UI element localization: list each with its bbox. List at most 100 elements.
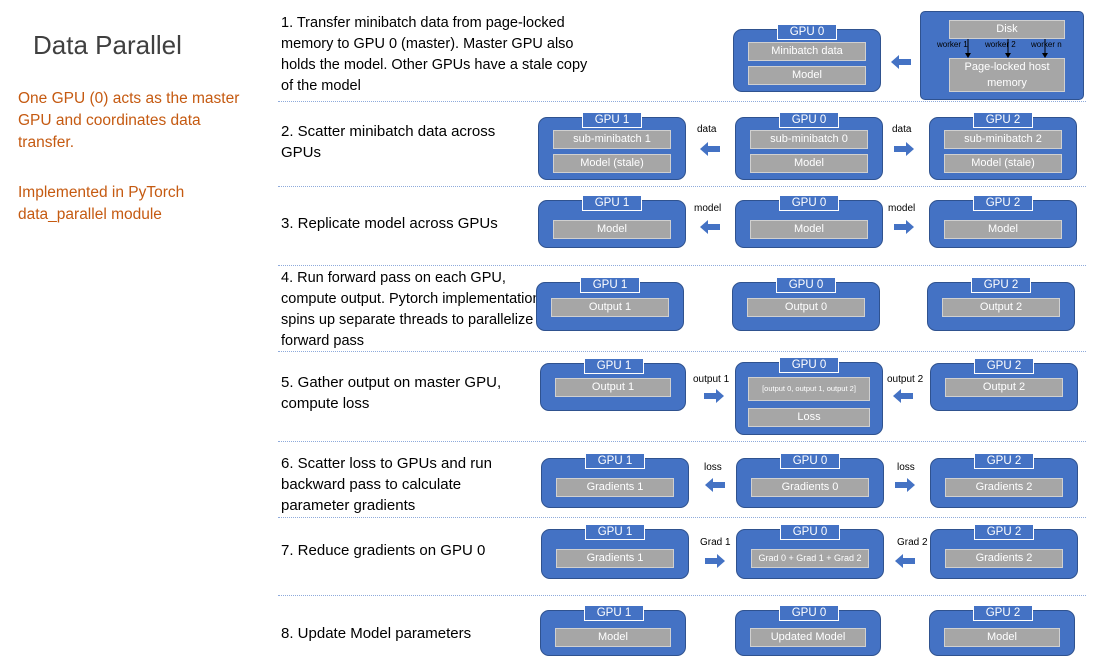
gpu2-label: GPU 2 [974, 358, 1034, 374]
model-cell: Model [553, 220, 671, 239]
minibatch-data-cell: Minibatch data [748, 42, 866, 61]
separator [278, 101, 1086, 102]
separator [278, 265, 1086, 266]
gpu1-label: GPU 1 [582, 195, 642, 211]
gpu2-label: GPU 2 [974, 453, 1034, 469]
arrow-right-icon [894, 142, 914, 156]
gpu1-label: GPU 1 [580, 277, 640, 293]
model-stale-cell: Model (stale) [553, 154, 671, 173]
grad-1-label: Grad 1 [700, 537, 731, 548]
output-2-cell: Output 2 [942, 298, 1060, 317]
gpu0-label: GPU 0 [780, 453, 840, 469]
gpu1-box: GPU 1 Gradients 1 [541, 453, 689, 508]
model-label: model [694, 203, 722, 214]
gpu1-label: GPU 1 [582, 112, 642, 128]
gpu2-box: GPU 2 Model [929, 605, 1075, 656]
separator [278, 595, 1086, 596]
model-cell: Model [555, 628, 671, 647]
loss-label: loss [897, 462, 915, 473]
gpu0-box: GPU 0 sub-minibatch 0 Model [735, 112, 883, 180]
output-2-label: output 2 [887, 374, 924, 385]
arrow-left-icon [705, 478, 725, 492]
host-memory-cell: Page-locked host memory [949, 58, 1065, 92]
gradients-0-cell: Gradients 0 [751, 478, 869, 497]
output-1-label: output 1 [693, 374, 730, 385]
gpu1-label: GPU 1 [585, 453, 645, 469]
separator [278, 186, 1086, 187]
gpu2-label: GPU 2 [973, 112, 1033, 128]
data-label: data [892, 124, 912, 135]
gpu0-label: GPU 0 [779, 112, 839, 128]
sub-minibatch-0-cell: sub-minibatch 0 [750, 130, 868, 149]
loss-label: loss [704, 462, 722, 473]
gpu0-box: GPU 0 Output 0 [732, 277, 880, 331]
output-1-cell: Output 1 [551, 298, 669, 317]
gpu1-box: GPU 1 Model [538, 195, 686, 248]
separator [278, 441, 1086, 442]
output-0-cell: Output 0 [747, 298, 865, 317]
worker-arrows-icon [965, 39, 1048, 58]
step-4-text: 4. Run forward pass on each GPU, compute… [281, 270, 541, 349]
page-title: Data Parallel [33, 30, 182, 60]
gpu0-label: GPU 0 [779, 195, 839, 211]
model-stale-cell: Model (stale) [944, 154, 1062, 173]
worker-n-label: worker n [1031, 40, 1062, 49]
gpu2-label: GPU 2 [974, 524, 1034, 540]
arrow-right-icon [894, 220, 914, 234]
step-5-text: 5. Gather output on master GPU, compute … [281, 374, 502, 412]
updated-model-cell: Updated Model [750, 628, 866, 647]
gpu0-label: GPU 0 [780, 524, 840, 540]
gradients-1-cell: Gradients 1 [556, 549, 674, 568]
gpu1-box: GPU 1 Model [540, 605, 686, 656]
arrow-left-icon [700, 142, 720, 156]
step-1-text: 1. Transfer minibatch data from page-loc… [281, 15, 588, 94]
gpu1-label: GPU 1 [584, 358, 644, 374]
gpu1-label: GPU 1 [584, 605, 644, 621]
separator [278, 517, 1086, 518]
gpu2-box: GPU 2 Gradients 2 [930, 524, 1078, 579]
step-6-text: 6. Scatter loss to GPUs and run backward… [281, 455, 492, 514]
gpu2-box: GPU 2 Model [929, 195, 1077, 248]
arrow-right-icon [895, 478, 915, 492]
gpu0-box: GPU 0 Model [735, 195, 883, 248]
gpu0-box: GPU 0 [output 0, output 1, output 2] Los… [735, 357, 883, 435]
gpu0-label: GPU 0 [779, 357, 839, 373]
gradients-2-cell: Gradients 2 [945, 478, 1063, 497]
arrow-left-icon [893, 389, 913, 403]
worker-2-label: worker 2 [985, 40, 1016, 49]
arrow-left-icon [895, 554, 915, 568]
data-label: data [697, 124, 717, 135]
arrow-left-icon [891, 55, 911, 69]
gpu1-label: GPU 1 [585, 524, 645, 540]
sub-minibatch-2-cell: sub-minibatch 2 [944, 130, 1062, 149]
gpu2-box: GPU 2 Output 2 [927, 277, 1075, 331]
gpu2-label: GPU 2 [973, 605, 1033, 621]
step-2-text: 2. Scatter minibatch data across GPUs [281, 123, 496, 161]
gpu2-box: GPU 2 Gradients 2 [930, 453, 1078, 508]
arrow-right-icon [704, 389, 724, 403]
gpu0-label: GPU 0 [779, 605, 839, 621]
step-3-text: 3. Replicate model across GPUs [281, 215, 498, 232]
gpu1-box: GPU 1 Output 1 [540, 358, 686, 411]
gpu0-label: GPU 0 [777, 24, 837, 40]
gpu2-label: GPU 2 [973, 195, 1033, 211]
description-implementation: Implemented in PyTorch data_parallel mod… [18, 184, 185, 223]
model-label: model [888, 203, 916, 214]
gathered-outputs-cell: [output 0, output 1, output 2] [748, 377, 870, 401]
reduced-gradients-cell: Grad 0 + Grad 1 + Grad 2 [751, 549, 869, 568]
arrow-left-icon [700, 220, 720, 234]
separator [278, 351, 1086, 352]
model-cell: Model [750, 154, 868, 173]
gradients-1-cell: Gradients 1 [556, 478, 674, 497]
disk-cell: Disk [949, 20, 1065, 39]
gpu0-box: GPU 0 Grad 0 + Grad 1 + Grad 2 [736, 524, 884, 579]
host-box: Disk worker 1 worker 2 worker n Page-loc… [920, 11, 1084, 100]
gpu1-box: GPU 1 Output 1 [536, 277, 684, 331]
arrow-right-icon [705, 554, 725, 568]
gpu0-label: GPU 0 [776, 277, 836, 293]
model-cell: Model [750, 220, 868, 239]
sub-minibatch-1-cell: sub-minibatch 1 [553, 130, 671, 149]
grad-2-label: Grad 2 [897, 537, 928, 548]
model-cell: Model [944, 628, 1060, 647]
step-8-text: 8. Update Model parameters [281, 625, 472, 642]
